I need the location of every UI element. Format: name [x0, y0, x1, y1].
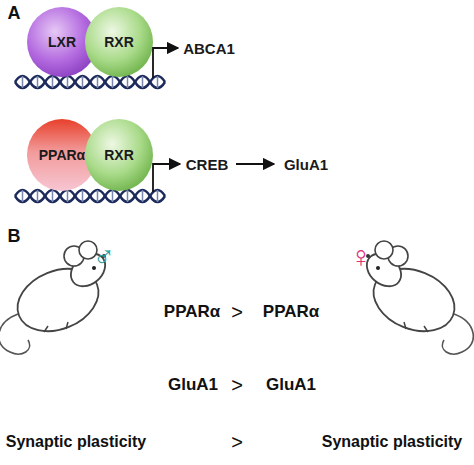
- arrow-connector: [153, 164, 180, 192]
- dna-helix: [15, 190, 165, 202]
- comparison-text: PPARα: [164, 302, 220, 322]
- comparison-text: GluA1: [266, 375, 316, 395]
- comparison-text: >: [231, 374, 243, 397]
- comparison-text: >: [231, 431, 243, 454]
- arrow-connector: [236, 163, 274, 165]
- female-mouse: [360, 241, 473, 354]
- node-text: RXR: [104, 34, 134, 50]
- panel-letter: B: [8, 226, 21, 247]
- node-text: LXR: [48, 34, 76, 50]
- protein-ellipse: RXR: [84, 118, 154, 192]
- ellipse-shape: [85, 119, 153, 191]
- comparison-text: >: [231, 301, 243, 324]
- comparison-text: Synaptic plasticity: [6, 433, 147, 451]
- arrow-connector: [153, 48, 178, 78]
- node-text: CREB: [186, 156, 229, 173]
- ellipse-shape: [85, 7, 153, 77]
- dna-helix: [15, 76, 165, 88]
- node-text: ABCA1: [183, 40, 235, 57]
- comparison-text: Synaptic plasticity: [322, 433, 463, 451]
- node-text: RXR: [104, 147, 134, 163]
- comparison-text: GluA1: [168, 375, 218, 395]
- node-text: PPARα: [39, 147, 85, 163]
- node-text: GluA1: [284, 156, 328, 173]
- sex-symbol: ♀: [350, 240, 373, 274]
- gene-label: CREB: [182, 153, 232, 175]
- protein-ellipse: RXR: [84, 6, 154, 78]
- gene-label: ABCA1: [180, 37, 238, 59]
- gene-label: GluA1: [278, 153, 334, 175]
- comparison-text: PPARα: [263, 302, 319, 322]
- panel-letter: A: [8, 3, 21, 24]
- sex-symbol: ♂: [93, 240, 116, 274]
